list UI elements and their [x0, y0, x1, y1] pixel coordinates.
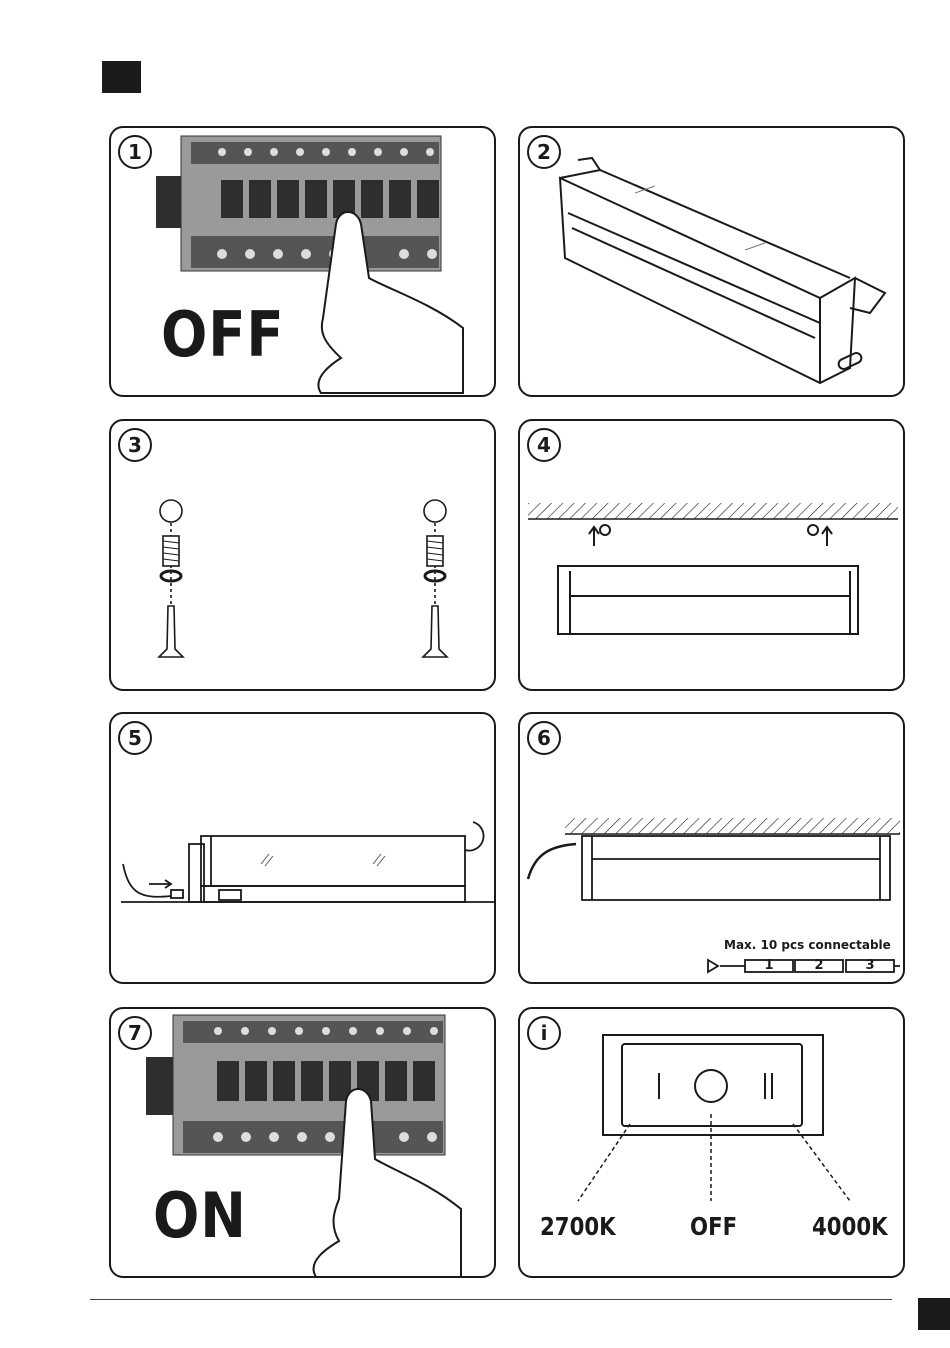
label-off: OFF	[690, 1212, 737, 1241]
chain-box-2: 2	[809, 958, 829, 973]
step-2-number: 2	[527, 135, 561, 169]
step-4-panel: 4	[518, 419, 905, 691]
mounting-hardware-illustration	[111, 421, 496, 691]
cable-connection-illustration	[111, 714, 496, 984]
label-4000k: 4000K	[812, 1212, 888, 1241]
step-3-panel: 3	[109, 419, 496, 691]
step-7-number: 7	[118, 1016, 152, 1050]
step-3-number: 3	[118, 428, 152, 462]
corner-marker-bottom	[918, 1298, 950, 1330]
step-5-panel: 5	[109, 712, 496, 984]
step-5-number: 5	[118, 721, 152, 755]
corner-marker-top	[102, 61, 141, 93]
footer-rule	[90, 1299, 892, 1300]
on-label: ON	[153, 1179, 247, 1252]
step-4-number: 4	[527, 428, 561, 462]
info-icon: i	[527, 1016, 561, 1050]
chain-box-1: 1	[759, 958, 779, 973]
info-panel: i 2700K OFF 4000K	[518, 1007, 905, 1278]
step-6-panel: 6 Max. 10 pcs connectable 1 2 3	[518, 712, 905, 984]
step-1-number: 1	[118, 135, 152, 169]
step-1-panel: 1 OFF	[109, 126, 496, 397]
off-label: OFF	[161, 298, 285, 371]
step-7-panel: 7 ON	[109, 1007, 496, 1278]
max-connectable-note: Max. 10 pcs connectable	[724, 938, 891, 952]
chain-box-3: 3	[860, 958, 880, 973]
ceiling-mount-illustration	[520, 421, 905, 691]
luminaire-illustration	[520, 128, 905, 397]
step-2-panel: 2	[518, 126, 905, 397]
step-6-number: 6	[527, 721, 561, 755]
label-2700k: 2700K	[540, 1212, 616, 1241]
